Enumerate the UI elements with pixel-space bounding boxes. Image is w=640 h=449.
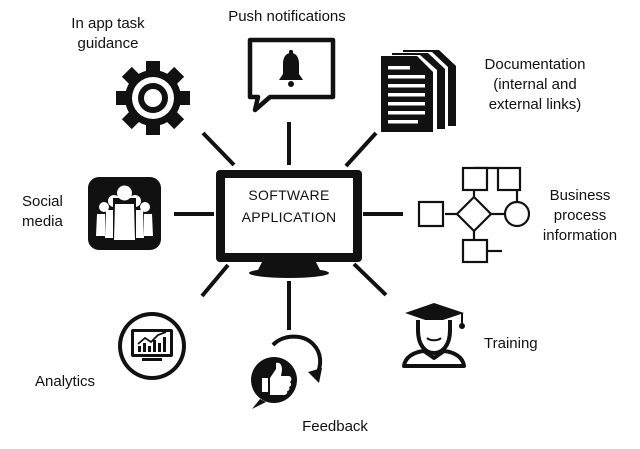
documents-stack-icon xyxy=(381,50,456,132)
connector-analytics xyxy=(200,263,230,298)
node-label-feedback: Feedback xyxy=(302,418,368,435)
gear-icon xyxy=(116,61,190,135)
node-label-documentation: Documentation (internal and external lin… xyxy=(484,56,586,113)
center-title: SOFTWARE APPLICATION xyxy=(241,187,337,225)
connector-documentation xyxy=(344,131,378,168)
monitor-chart-icon xyxy=(118,312,186,380)
node-label-training: Training xyxy=(484,335,538,352)
connectors xyxy=(174,122,403,330)
graduate-icon xyxy=(402,303,466,368)
people-group-icon xyxy=(88,177,161,250)
flowchart-icon xyxy=(417,166,531,264)
node-label-push-notifications: Push notifications xyxy=(228,8,346,25)
connector-training xyxy=(352,262,388,297)
node-label-social-media: Social media xyxy=(22,193,63,230)
thumbs-up-bubble-icon xyxy=(251,334,323,409)
node-label-task-guidance: In app task guidance xyxy=(71,15,145,52)
node-label-business-process: Business process information xyxy=(542,187,618,244)
bell-speech-bubble-icon xyxy=(247,37,336,113)
connector-task-guidance xyxy=(201,131,236,167)
software-application-monitor xyxy=(216,170,362,278)
node-label-analytics: Analytics xyxy=(35,373,96,390)
